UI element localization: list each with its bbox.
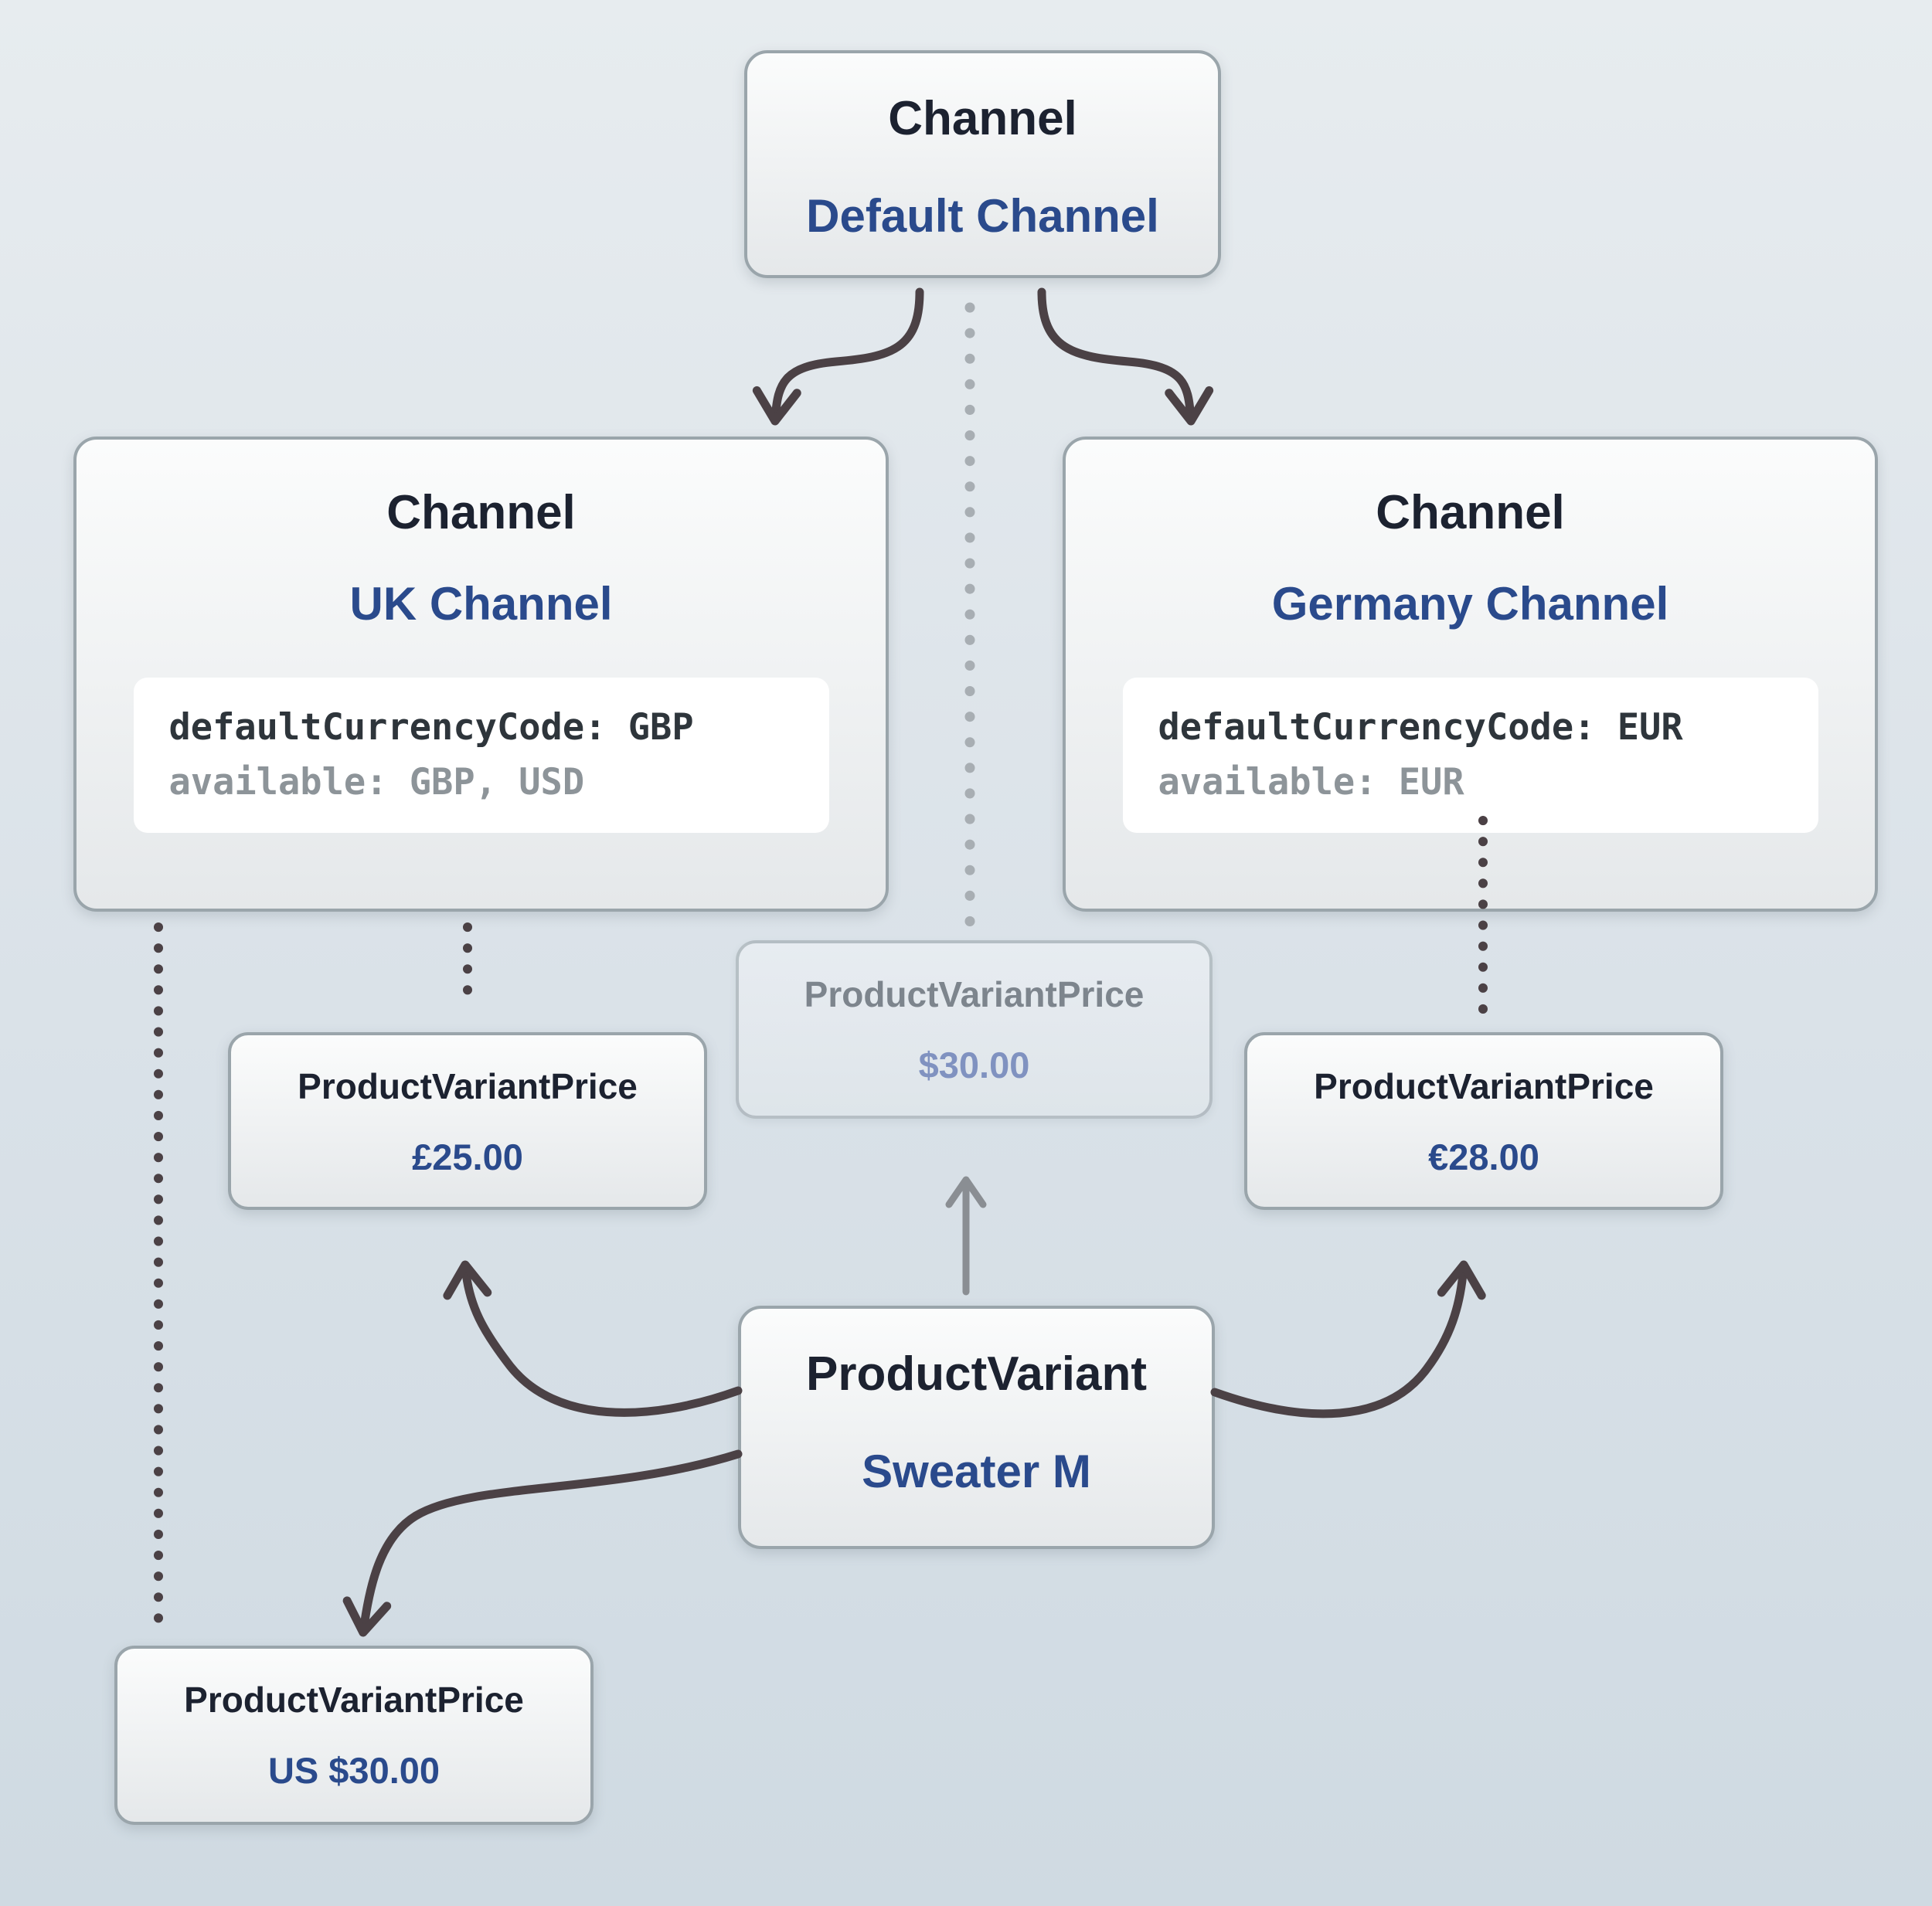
entity-type-label: Channel [1376,486,1565,539]
node-germany-price: ProductVariantPrice €28.00 [1244,1032,1723,1210]
entity-type-label: ProductVariantPrice [298,1066,638,1106]
currency-code-block: defaultCurrencyCode: GBP available: GBP,… [133,678,829,833]
currency-code-block: defaultCurrencyCode: EUR available: EUR [1122,678,1818,833]
entity-type-label: ProductVariantPrice [804,974,1145,1014]
available-currencies-line: available: EUR [1158,760,1464,804]
available-currencies-line: available: GBP, USD [168,760,585,804]
entity-type-label: ProductVariant [806,1347,1147,1401]
arrow-default-channel-to-germany-channel [1037,287,1214,426]
arrow-product-variant-to-germany-price [1210,1260,1486,1418]
price-value-label: US $30.00 [267,1750,440,1791]
entity-name-label: Sweater M [862,1446,1091,1497]
entity-type-label: Channel [888,92,1077,145]
price-value-label: €28.00 [1428,1136,1539,1177]
entity-name-label: Default Channel [806,190,1159,242]
default-currency-code-line: defaultCurrencyCode: GBP [168,706,694,749]
entity-type-label: ProductVariantPrice [1314,1066,1654,1106]
default-currency-code-line: defaultCurrencyCode: EUR [1158,706,1683,749]
node-default-channel-price: ProductVariantPrice $30.00 [736,940,1213,1119]
arrow-product-variant-to-us-price [342,1449,743,1637]
node-us-price: ProductVariantPrice US $30.00 [114,1646,594,1825]
arrow-product-variant-to-uk-price [443,1260,743,1417]
node-uk-price: ProductVariantPrice £25.00 [228,1032,707,1210]
entity-name-label: Germany Channel [1271,578,1669,630]
entity-name-label: UK Channel [349,578,613,630]
arrow-default-channel-to-uk-channel [752,287,924,426]
node-default-channel: Channel Default Channel [744,50,1221,278]
entity-type-label: Channel [386,486,576,539]
entity-type-label: ProductVariantPrice [184,1680,524,1720]
node-product-variant: ProductVariant Sweater M [738,1306,1215,1549]
price-value-label: $30.00 [918,1045,1030,1086]
node-germany-channel: Channel Germany Channel defaultCurrencyC… [1063,437,1878,912]
price-value-label: £25.00 [412,1136,523,1177]
node-uk-channel: Channel UK Channel defaultCurrencyCode: … [73,437,889,912]
